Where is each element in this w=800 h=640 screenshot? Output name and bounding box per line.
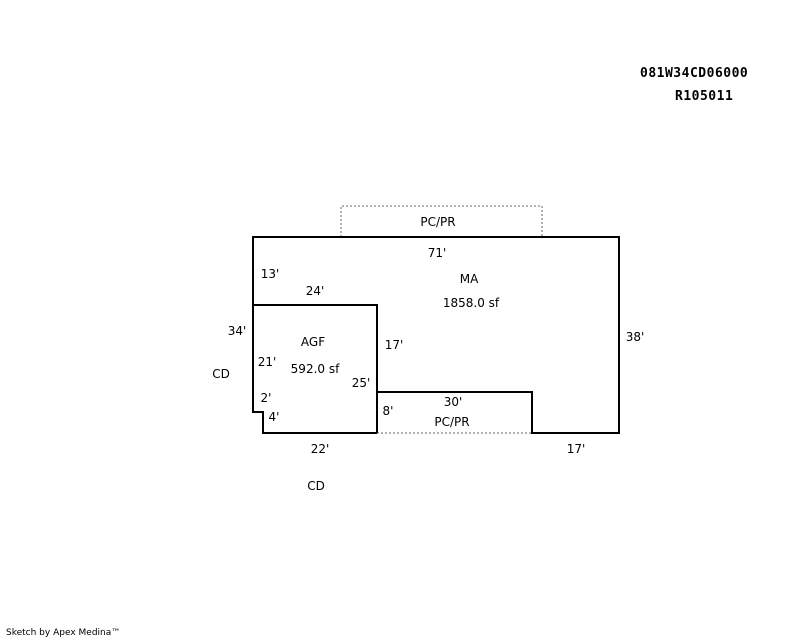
dim-bottom-right: 17': [567, 442, 586, 456]
main-area-code: MA: [460, 272, 479, 286]
sketch-credit: Sketch by Apex Medina™: [6, 628, 121, 638]
dim-right: 38': [626, 330, 645, 344]
dim-upper-left: 13': [261, 267, 280, 281]
dim-garage-right: 25': [352, 376, 371, 390]
garage-area-size: 592.0 sf: [291, 362, 340, 376]
porch-top-label: PC/PR: [420, 215, 455, 229]
dim-top: 71': [428, 246, 447, 260]
dim-main-inner: 17': [385, 338, 404, 352]
main-building-outline: [252, 236, 620, 434]
cd-label-bottom: CD: [307, 479, 325, 493]
dim-garage-left: 21': [258, 355, 277, 369]
account-id: R105011: [675, 89, 734, 104]
dim-jog-vertical: 2': [261, 391, 272, 405]
porch-bottom-label: PC/PR: [434, 415, 469, 429]
dim-jog-horizontal: 4': [269, 410, 280, 424]
garage-inner-wall: [253, 304, 378, 392]
main-area-size: 1858.0 sf: [443, 296, 500, 310]
dim-garage-bottom: 22': [311, 442, 330, 456]
dim-notch-top: 30': [444, 395, 463, 409]
cd-label-left: CD: [212, 367, 230, 381]
dim-notch-left: 8': [383, 404, 394, 418]
parcel-id: 081W34CD06000: [640, 66, 749, 81]
dim-garage-top: 24': [306, 284, 325, 298]
garage-area-code: AGF: [301, 335, 325, 349]
dim-left: 34': [228, 324, 247, 338]
